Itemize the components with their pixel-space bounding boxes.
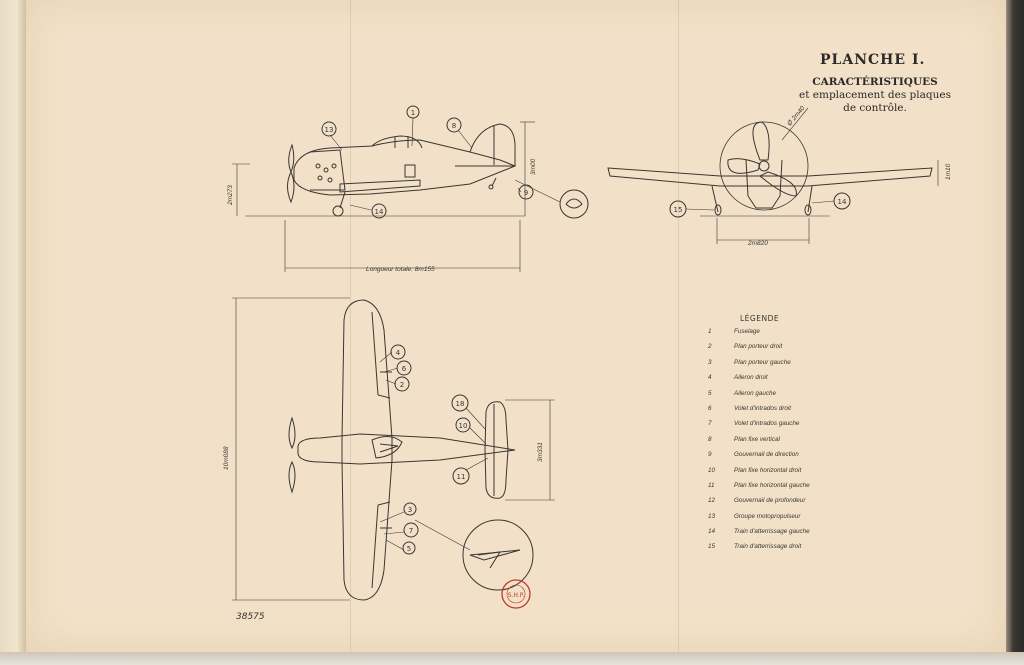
legend-item-number: 15 [708, 543, 716, 551]
front-view [607, 107, 939, 244]
legend-item: 2 Plan porteur droit [708, 343, 810, 358]
legend-item-number: 5 [708, 389, 712, 397]
right-page-edge [1006, 0, 1024, 665]
legend-item-number: 11 [708, 481, 715, 489]
legend-item: 11 Plan fixe horizontal gauche [708, 482, 810, 497]
legend-item: 14 Train d'atterrissage gauche [708, 528, 810, 543]
top-view [232, 297, 555, 601]
reference-number: 38575 [236, 612, 265, 622]
legend-item: 13 Groupe motopropulseur [708, 513, 810, 528]
callout-number: 18 [456, 400, 465, 408]
legend-item: 9 Gouvernail de direction [708, 451, 810, 466]
callout-number: 11 [457, 473, 466, 481]
legend-item-label: Volet d'intrados droit [734, 404, 791, 412]
side-view [232, 117, 589, 272]
legend-item-label: Aileron droit [734, 374, 768, 382]
callout-number: 3 [408, 506, 412, 514]
subtitle-line: CARACTÉRISTIQUES [812, 76, 938, 88]
legend-item-number: 3 [708, 358, 712, 366]
legend-item-number: 10 [708, 466, 716, 474]
legend-item: 7 Volet d'intrados gauche [708, 420, 810, 435]
legend-item-number: 12 [708, 497, 716, 505]
stamp-center-text: S.H.P. [508, 592, 525, 599]
legend-item-number: 13 [708, 512, 716, 520]
dim-right-height: 1m10 [945, 163, 952, 180]
callout-number: 10 [459, 422, 468, 430]
legend-item-label: Plan fixe horizontal gauche [734, 481, 810, 489]
callout-number: 8 [452, 122, 456, 130]
callout-number: 4 [396, 349, 401, 357]
left-page-edge [0, 0, 28, 665]
dim-track: 2m820 [747, 240, 768, 247]
legend-item-label: Gouvernail de profondeur [734, 497, 806, 505]
blueprint-sheet [26, 0, 1006, 652]
legend-item-label: Fuselage [734, 328, 760, 335]
callout-number: 15 [674, 206, 683, 214]
callout-number: 14 [838, 198, 847, 206]
legend-title: LÉGENDE [740, 314, 780, 323]
library-stamp: S.H.P. [501, 579, 531, 609]
legend-item-label: Volet d'intrados gauche [734, 420, 800, 428]
legend-item-number: 4 [708, 374, 712, 382]
callout-number: 7 [409, 527, 413, 535]
legend-item-label: Train d'atterrissage gauche [734, 528, 810, 536]
legend-item-number: 8 [708, 435, 712, 443]
subtitle-line: et emplacement des plaques [799, 89, 951, 101]
legend-item-number: 7 [708, 420, 712, 428]
plate-title: PLANCHE I. [820, 52, 926, 68]
dim-length: Longueur totale: 8m155 [366, 266, 435, 273]
legend-item-number: 1 [708, 328, 712, 335]
legend-item: 3 Plan porteur gauche [708, 359, 810, 374]
fold-line [678, 0, 679, 652]
dimension-labels: 3m00 2m273 Longueur totale: 8m155 2m820 … [223, 105, 952, 470]
callout-number: 2 [400, 381, 404, 389]
legend-item: 10 Plan fixe horizontal droit [708, 467, 810, 482]
legend-item: 5 Aileron gauche [708, 390, 810, 405]
subtitle-line: de contrôle. [843, 102, 907, 114]
callout-number: 13 [325, 126, 334, 134]
legend-item-number: 6 [708, 404, 712, 412]
legend-item-label: Plan fixe vertical [734, 435, 780, 443]
callout-number: 9 [524, 189, 528, 197]
legend-item: 15 Train d'atterrissage droit [708, 543, 810, 558]
legend-item-label: Plan porteur gauche [734, 358, 791, 366]
legend-list: 1 Fuselage 2 Plan porteur droit 3 Plan porteu… [708, 328, 810, 559]
plate-subtitle: CARACTÉRISTIQUES et emplacement des plaq… [770, 76, 980, 115]
legend-item-number: 2 [708, 343, 712, 351]
dim-prop-diameter: Ø 2m40 [786, 105, 807, 128]
legend-item-label: Aileron gauche [734, 389, 777, 397]
legend-item: 1 Fuselage [708, 328, 810, 343]
bottom-page-edge [0, 652, 1024, 665]
legend-item-label: Plan porteur droit [734, 343, 783, 351]
callout-number: 5 [407, 545, 411, 553]
legend-item: 8 Plan fixe vertical [708, 436, 810, 451]
dim-tail-span: 3m331 [537, 442, 544, 462]
callout-number: 14 [375, 208, 384, 216]
callout-number: 1 [411, 109, 415, 117]
legend-item-number: 9 [708, 451, 712, 459]
legend-item-label: Groupe motopropulseur [734, 512, 801, 520]
legend-item: 4 Aileron droit [708, 374, 810, 389]
legend-item: 12 Gouvernail de profondeur [708, 497, 810, 512]
legend-item-label: Plan fixe horizontal droit [734, 466, 802, 474]
legend-item-label: Gouvernail de direction [734, 451, 799, 459]
legend-item: 6 Volet d'intrados droit [708, 405, 810, 420]
legend-item-number: 14 [708, 528, 716, 536]
callout-number: 6 [402, 365, 407, 373]
legend-item-label: Train d'atterrissage droit [734, 543, 802, 551]
fold-line [350, 0, 351, 652]
callouts: 13 1 8 9 14 15 14 4 6 2 18 10 11 3 7 5 [321, 105, 851, 555]
dim-height: 3m00 [530, 158, 537, 175]
dim-height-left: 2m273 [227, 185, 234, 206]
dim-wingspan: 10m088 [223, 446, 230, 470]
